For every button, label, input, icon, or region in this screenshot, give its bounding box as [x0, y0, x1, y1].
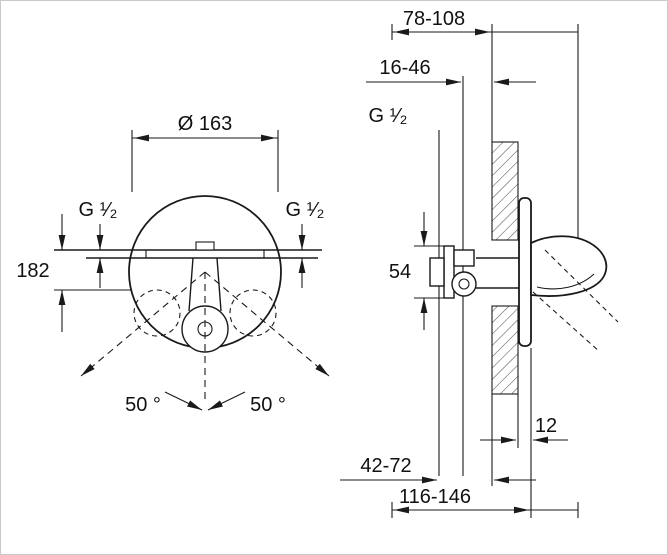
dim-thread-right: G ¹⁄₂: [286, 199, 325, 288]
angle-left-label: 50 °: [125, 394, 161, 416]
dim-depth-top: 78-108: [392, 8, 578, 36]
wall-hatch-upper: [491, 141, 519, 241]
dim-height: 182: [16, 214, 131, 332]
phantom-knob-left: [133, 289, 181, 337]
plate-profile: [518, 197, 532, 347]
wall-section: [491, 141, 519, 395]
depth-upper-label: 16-46: [379, 57, 430, 79]
thread-right-label: G ¹⁄₂: [286, 199, 325, 221]
dim-body-height: 54: [389, 212, 446, 330]
valve-cartridge: [451, 271, 477, 297]
dim-plate-offset: 12: [480, 415, 568, 444]
handle-swing-range: [80, 271, 330, 404]
side-view: 78-108 16-46 G ¹⁄₂ 54 12 42-72: [340, 8, 619, 518]
dim-thread-left: G ¹⁄₂: [79, 199, 118, 288]
plate-offset-label: 12: [535, 415, 557, 437]
wall-hatch-lower: [491, 305, 519, 395]
height-label: 182: [16, 260, 49, 282]
front-view: Ø 163 G ¹⁄₂ G ¹⁄₂ 182 50 ° 50 °: [16, 113, 330, 416]
dim-depth-upper: 16-46: [366, 57, 536, 86]
depth-top-label: 78-108: [403, 8, 465, 30]
phantom-knob-right: [229, 289, 277, 337]
body-height-label: 54: [389, 261, 411, 283]
dim-depth-lower: 42-72: [340, 455, 536, 484]
plate-seam: [54, 241, 322, 259]
handle-profile: [530, 235, 619, 353]
dim-diameter: Ø 163: [131, 113, 279, 192]
handle-knob: [181, 305, 229, 353]
angle-right-label: 50 °: [250, 394, 286, 416]
thread-label: G ¹⁄₂: [369, 105, 408, 127]
diameter-label: Ø 163: [178, 113, 232, 135]
dim-depth-total: 116-146: [392, 486, 578, 514]
handle-lever: [530, 235, 608, 297]
valve-body: [429, 245, 519, 299]
depth-lower-label: 42-72: [360, 455, 411, 477]
dim-angle: 50 ° 50 °: [125, 391, 286, 416]
depth-total-label: 116-146: [399, 486, 471, 508]
thread-left-label: G ¹⁄₂: [79, 199, 118, 221]
